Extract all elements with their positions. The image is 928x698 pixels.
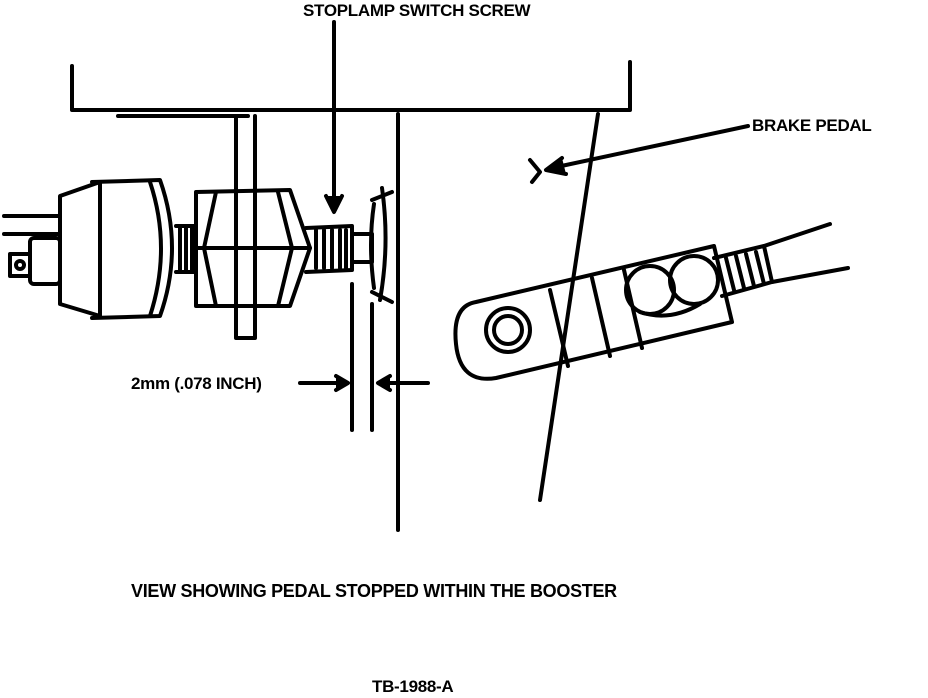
pedal-clevis [453, 222, 850, 381]
brake-pedal-arm [528, 112, 600, 502]
stoplamp-switch-screw-label: STOPLAMP SWITCH SCREW [303, 1, 531, 20]
mounting-bracket [70, 60, 632, 340]
figure-id: TB-1988-A [372, 677, 454, 696]
figure-caption: VIEW SHOWING PEDAL STOPPED WITHIN THE BO… [131, 581, 617, 601]
stoplamp-switch [2, 178, 312, 320]
booster-plate [369, 112, 400, 532]
switch-screw [304, 224, 374, 274]
gap-measurement-label: 2mm (.078 INCH) [131, 374, 262, 393]
leader-arrows [324, 20, 750, 214]
gap-reference-lines [298, 282, 430, 432]
brake-pedal-label: BRAKE PEDAL [752, 116, 872, 135]
